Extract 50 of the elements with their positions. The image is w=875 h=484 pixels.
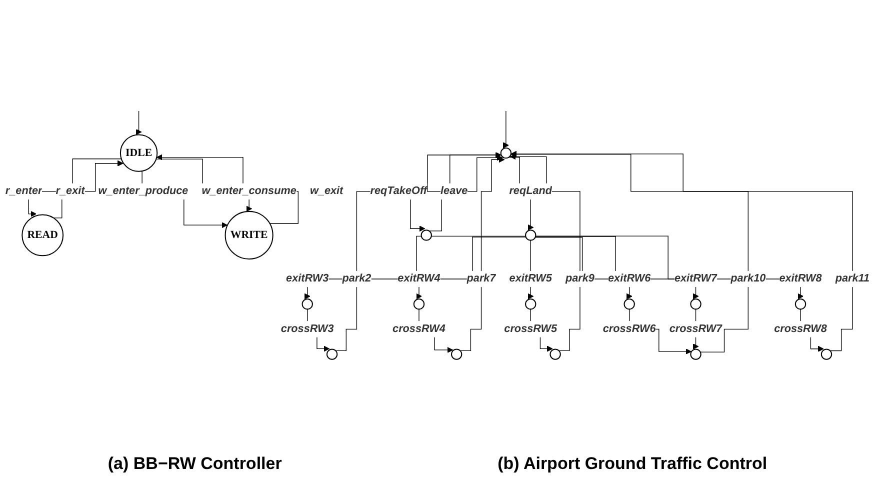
arrow [428,154,503,232]
node-circle [525,230,536,241]
edge-label: park10 [730,272,766,284]
edge-label: w_enter_produce [98,185,188,197]
edge-label: park2 [342,272,372,284]
node-circle [690,348,702,360]
edge-label: park7 [466,272,496,284]
edge-label: reqTakeOff [370,185,427,197]
edge-label: exitRW8 [779,272,822,284]
edge-label: crossRW8 [774,323,827,335]
edge-label: crossRW7 [669,323,722,335]
node-circle [500,147,512,159]
edge-label: crossRW3 [280,323,334,335]
node-circle [820,348,832,360]
edge-label: r_exit [56,185,85,197]
node-circle [794,298,806,310]
node-circle [326,348,338,360]
node-circle [550,348,561,360]
node-circle [413,298,425,310]
node-circle: IDLE [120,134,158,172]
edge-label: crossRW5 [504,323,558,335]
edge-label: exitRW5 [509,272,552,284]
node-circle [624,298,635,310]
arrow [502,110,509,148]
edge-label: w_exit [310,185,344,197]
edge-label: reqLand [509,185,552,197]
node-circle [525,298,536,310]
node-circle [690,298,702,310]
node-circle [451,348,462,360]
node-circle: WRITE [224,210,274,260]
edge-label: exitRW4 [398,272,440,284]
arrow [460,156,505,351]
arrow [416,236,526,300]
subfigure-caption: (a) BB−RW Controller [108,454,282,474]
edge-label: r_enter [5,185,42,197]
edge-label: leave [440,185,468,197]
edge-label: exitRW3 [286,272,329,284]
edge-label: park9 [565,272,594,284]
edge-label: exitRW6 [608,272,651,284]
edge-label: crossRW4 [392,323,446,335]
node-circle [420,230,432,241]
node-circle: READ [22,214,64,256]
arrow [136,110,142,135]
node-circle [302,298,313,310]
edge-label: exitRW7 [674,272,718,284]
edge-label: park11 [835,272,870,284]
subfigure-caption: (b) Airport Ground Traffic Control [498,454,768,474]
arrow [53,160,124,218]
edge-label: w_enter_consume [202,185,296,197]
edge-label: crossRW6 [602,323,656,335]
